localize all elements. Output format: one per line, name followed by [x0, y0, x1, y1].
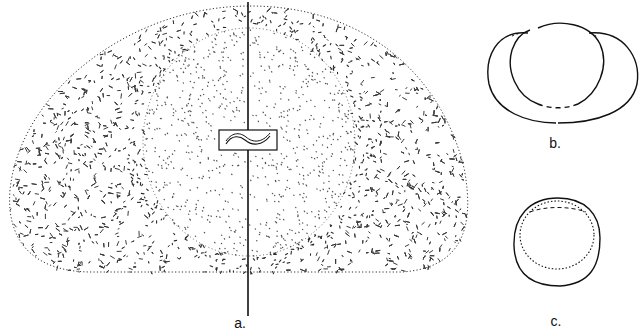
center-wiggle [226, 133, 270, 141]
center-wiggle [226, 136, 270, 144]
hidden-edge [538, 104, 578, 108]
stipple-dots [145, 30, 355, 256]
outer-outline [10, 6, 468, 272]
figure-label: c. [551, 314, 562, 328]
center-box [219, 130, 277, 150]
right-wing [558, 33, 638, 123]
left-wing [488, 33, 556, 123]
central-oval [538, 23, 604, 104]
figure-label: a. [234, 316, 246, 330]
end-figure [514, 198, 600, 286]
section-line [247, 2, 249, 316]
central-oval [510, 30, 538, 104]
figure-label: b. [549, 136, 561, 150]
wing-figure [488, 23, 638, 123]
inner-outline [520, 201, 594, 269]
section-figure [10, 2, 468, 316]
stipple-texture [10, 9, 466, 275]
outer-outline [514, 198, 600, 286]
stipple-dots [10, 9, 466, 274]
inner-outline [143, 28, 355, 256]
hidden-edge [530, 208, 586, 213]
hidden-edge [512, 33, 598, 37]
